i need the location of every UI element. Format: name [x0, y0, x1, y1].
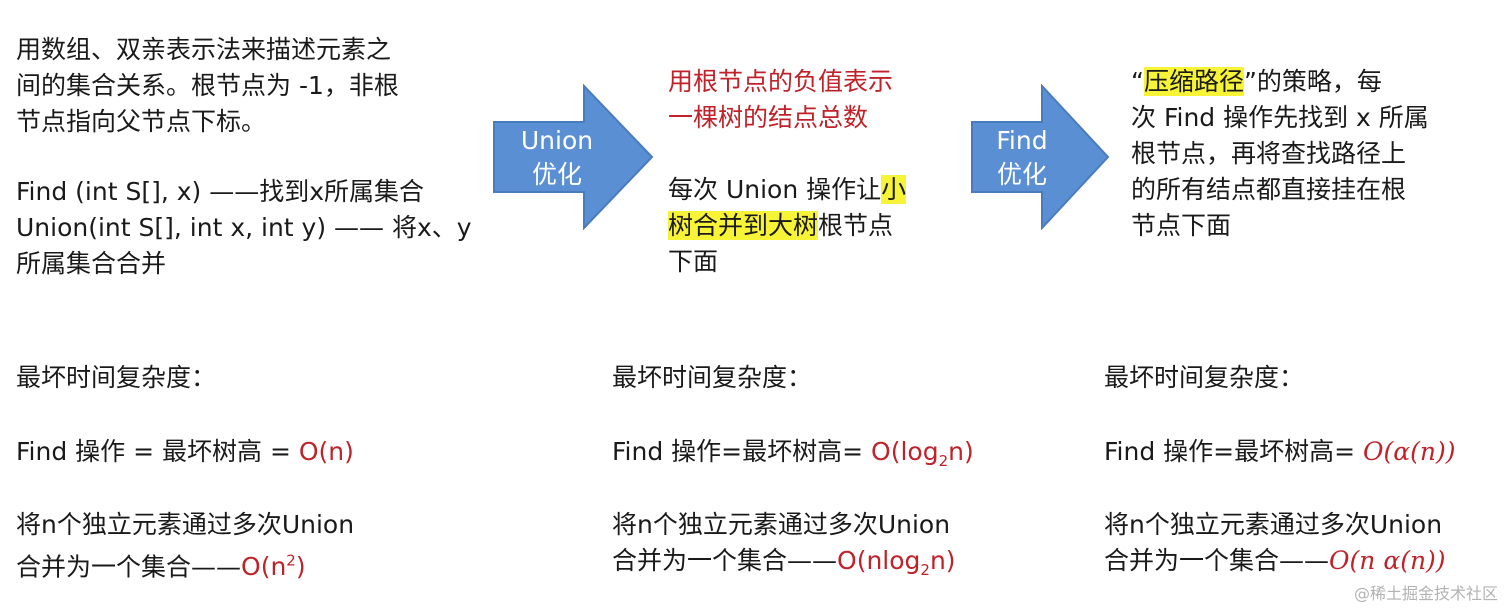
union-value-close: ) [295, 552, 306, 582]
compress-line: 的所有结点都直接挂在根 [1131, 175, 1407, 204]
union-label-text: Union [520, 126, 594, 155]
highlight-text: 树合并到大树 [668, 211, 819, 240]
union-value: O(n α(n)) [1329, 546, 1446, 575]
union-complexity: 将n个独立元素通过多次Union 合并为一个集合——O(nlog2n) [612, 507, 956, 588]
complexity-title: 最坏时间复杂度： [612, 363, 813, 392]
complexity-title: 最坏时间复杂度： [16, 363, 217, 392]
find-value: O(α(n)) [1363, 437, 1456, 466]
union-arrow-label: Union 优化 [502, 124, 612, 192]
union-op-line: Union(int S[], int x, int y) —— 将x、y [16, 213, 472, 242]
middle-note: 用根节点的负值表示 一棵树的结点总数 [668, 64, 893, 136]
left-desc-line: 用数组、双亲表示法来描述元素之 [16, 35, 392, 64]
quote-open: “ [1131, 67, 1144, 96]
find-value: O(log [871, 437, 939, 466]
find-label: Find 操作 = 最坏树高 = [16, 437, 299, 466]
rule-text: 每次 Union 操作让 [668, 175, 882, 204]
union-value: O(nlog [837, 546, 921, 575]
right-compress-path: “压缩路径”的策略，每 次 Find 操作先找到 x 所属 根节点，再将查找路径… [1131, 64, 1429, 244]
union-label: 将n个独立元素通过多次Union [612, 510, 951, 539]
find-arrow-label: Find 优化 [976, 124, 1068, 192]
union-value-sup: 2 [286, 552, 296, 570]
find-value-close: n) [948, 437, 974, 466]
union-label: 合并为一个集合—— [16, 552, 242, 582]
find-value-sub: 2 [938, 452, 949, 470]
compress-line: 节点下面 [1131, 211, 1232, 240]
left-desc-line: 节点指向父节点下标。 [16, 107, 267, 136]
union-complexity: 将n个独立元素通过多次Union 合并为一个集合——O(n α(n)) [1104, 507, 1446, 579]
union-label-opt: 优化 [531, 160, 582, 189]
left-operations: Find (int S[], x) ——找到x所属集合 Union(int S[… [16, 174, 472, 282]
union-label: 合并为一个集合—— [1104, 546, 1330, 575]
union-value-sub: 2 [920, 561, 930, 579]
union-value-close: n) [929, 546, 956, 575]
left-description: 用数组、双亲表示法来描述元素之 间的集合关系。根节点为 -1，非根 节点指向父节… [16, 32, 399, 140]
find-arrow-icon [971, 84, 1110, 230]
find-complexity: Find 操作=最坏树高= O(α(n)) [1104, 434, 1456, 470]
compress-line: 根节点，再将查找路径上 [1131, 139, 1407, 168]
find-label: Find 操作=最坏树高= [612, 437, 872, 466]
highlight-text: 压缩路径 [1143, 67, 1244, 96]
rule-text: 根节点 [818, 211, 894, 240]
union-label: 将n个独立元素通过多次Union [1104, 510, 1443, 539]
red-note-line: 一棵树的结点总数 [668, 103, 869, 132]
complexity-title: 最坏时间复杂度： [1104, 363, 1305, 392]
find-value: O(n) [298, 437, 354, 466]
find-complexity: Find 操作 = 最坏树高 = O(n) [16, 434, 354, 470]
watermark: @稀土掘金技术社区 [1353, 584, 1498, 603]
compress-line: 次 Find 操作先找到 x 所属 [1131, 103, 1429, 132]
middle-union-rule: 每次 Union 操作让小 树合并到大树根节点 下面 [668, 172, 907, 280]
left-desc-line: 间的集合关系。根节点为 -1，非根 [16, 71, 399, 100]
find-label-text: Find [996, 126, 1048, 155]
find-label: Find 操作=最坏树高= [1104, 437, 1364, 466]
union-arrow-icon [493, 84, 654, 230]
union-op-line: 所属集合合并 [16, 249, 167, 278]
rule-text: 下面 [668, 247, 719, 276]
union-complexity: 将n个独立元素通过多次Union 合并为一个集合——O(n2) [16, 507, 354, 585]
union-value: O(n [241, 552, 287, 582]
union-label: 合并为一个集合—— [612, 546, 838, 575]
find-complexity: Find 操作=最坏树高= O(log2n) [612, 434, 974, 479]
quote-close: ”的策略，每 [1243, 67, 1382, 96]
union-label: 将n个独立元素通过多次Union [16, 510, 355, 539]
find-op-line: Find (int S[], x) ——找到x所属集合 [16, 177, 425, 206]
red-note-line: 用根节点的负值表示 [668, 67, 894, 96]
highlight-text: 小 [881, 175, 907, 204]
find-label-opt: 优化 [996, 160, 1047, 189]
